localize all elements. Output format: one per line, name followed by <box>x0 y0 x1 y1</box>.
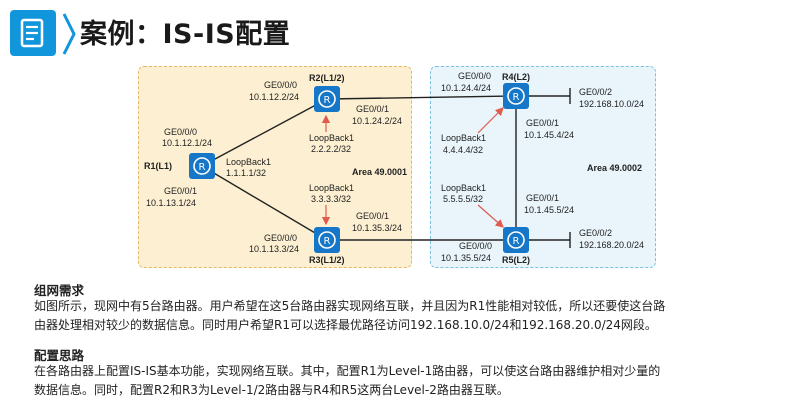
link-r2-r4 <box>326 95 517 100</box>
document-icon <box>10 10 56 56</box>
r4-loopback-ip: 4.4.4.4/32 <box>443 145 484 155</box>
r5-g000-ip: 10.1.35.5/24 <box>441 253 492 263</box>
area-49-0002 <box>430 66 656 268</box>
svg-text:R: R <box>324 95 331 106</box>
router-r1-icon[interactable]: R <box>189 153 215 179</box>
router-r3-name: R3(L1/2) <box>309 255 345 265</box>
arrow-lb4 <box>477 107 504 134</box>
section-body-requirements: 如图所示，现网中有5台路由器。用户希望在这5台路由器实现网络互联，并且因为R1性… <box>34 297 764 335</box>
link-r1-r2 <box>201 98 328 167</box>
chevron-right-icon <box>62 13 76 55</box>
r5-g002-port: GE0/0/2 <box>579 228 613 238</box>
router-r5-name: R5(L2) <box>502 255 531 265</box>
r4-g000-ip: 10.1.24.4/24 <box>441 83 492 93</box>
r3-g001-ip: 10.1.35.3/24 <box>352 223 403 233</box>
router-r5-icon[interactable]: R <box>503 227 529 253</box>
router-r4-icon[interactable]: R <box>503 83 529 109</box>
section-heading-approach: 配置思路 <box>34 348 85 363</box>
r2-g000-port: GE0/0/0 <box>264 80 298 90</box>
svg-text:R: R <box>199 162 206 173</box>
r2-loopback-ip: 2.2.2.2/32 <box>311 144 352 154</box>
r5-loopback-ip: 5.5.5.5/32 <box>443 194 484 204</box>
paragraph-line: 数据信息。同时，配置R2和R3为Level-1/2路由器与R4和R5这两台Lev… <box>34 383 509 397</box>
svg-text:R: R <box>513 92 520 103</box>
router-r2-name: R2(L1/2) <box>309 73 345 83</box>
section-heading-requirements: 组网需求 <box>34 283 85 298</box>
router-r4-name: R4(L2) <box>502 72 531 82</box>
svg-text:R: R <box>513 236 520 247</box>
r2-loopback-label: LoopBack1 <box>309 133 355 143</box>
r3-loopback-ip: 3.3.3.3/32 <box>311 194 352 204</box>
r3-g000-ip: 10.1.13.3/24 <box>249 244 300 254</box>
r5-g001-ip: 10.1.45.5/24 <box>524 205 575 215</box>
page-title: 案例：IS-IS配置 <box>80 19 291 50</box>
area-49-0001 <box>138 66 412 268</box>
r5-loopback-label: LoopBack1 <box>441 183 487 193</box>
link-r1-r3 <box>201 165 328 241</box>
r2-g001-port: GE0/0/1 <box>356 104 390 114</box>
r5-g002-ip: 192.168.20.0/24 <box>579 240 645 250</box>
svg-text:R: R <box>324 236 331 247</box>
router-r3-icon[interactable]: R <box>314 227 340 253</box>
r1-g000-ip: 10.1.12.1/24 <box>162 138 213 148</box>
r3-loopback-label: LoopBack1 <box>309 183 355 193</box>
r2-g001-ip: 10.1.24.2/24 <box>352 116 403 126</box>
r4-g001-ip: 10.1.45.4/24 <box>524 130 575 140</box>
r4-g000-port: GE0/0/0 <box>458 71 492 81</box>
r1-g001-port: GE0/0/1 <box>164 186 198 196</box>
r1-g001-ip: 10.1.13.1/24 <box>146 198 197 208</box>
r4-loopback-label: LoopBack1 <box>441 133 487 143</box>
r5-g000-port: GE0/0/0 <box>459 241 493 251</box>
r1-loopback-label: LoopBack1 <box>226 157 272 167</box>
r4-g001-port: GE0/0/1 <box>526 118 560 128</box>
arrow-lb5 <box>477 204 504 228</box>
area1-label: Area 49.0001 <box>352 167 408 177</box>
r5-g001-port: GE0/0/1 <box>526 193 560 203</box>
r1-g000-port: GE0/0/0 <box>164 127 198 137</box>
area2-label: Area 49.0002 <box>587 163 643 173</box>
paragraph-line: 如图所示，现网中有5台路由器。用户希望在这5台路由器实现网络互联，并且因为R1性… <box>34 299 666 313</box>
router-r1-name: R1(L1) <box>144 161 173 171</box>
section-body-approach: 在各路由器上配置IS-IS基本功能，实现网络互联。其中，配置R1为Level-1… <box>34 362 764 400</box>
r1-loopback-ip: 1.1.1.1/32 <box>226 168 267 178</box>
r3-g001-port: GE0/0/1 <box>356 211 390 221</box>
paragraph-line: 由器处理相对较少的数据信息。同时用户希望R1可以选择最优路径访问192.168.… <box>34 318 657 332</box>
r3-g000-port: GE0/0/0 <box>264 233 298 243</box>
topology-links <box>201 88 571 248</box>
r4-g002-ip: 192.168.10.0/24 <box>579 99 645 109</box>
r4-g002-port: GE0/0/2 <box>579 87 613 97</box>
router-r2-icon[interactable]: R <box>314 86 340 112</box>
paragraph-line: 在各路由器上配置IS-IS基本功能，实现网络互联。其中，配置R1为Level-1… <box>34 364 661 378</box>
r2-g000-ip: 10.1.12.2/24 <box>249 92 300 102</box>
